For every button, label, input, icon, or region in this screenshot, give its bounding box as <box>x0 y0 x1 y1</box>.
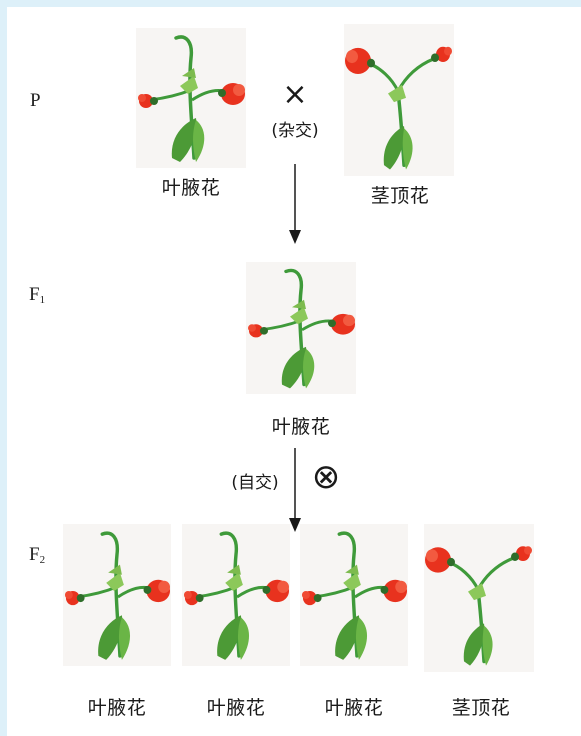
label-f2-3: 叶腋花 <box>324 697 384 719</box>
arrow-f1-to-f2 <box>289 448 301 532</box>
label-f2-2: 叶腋花 <box>206 697 266 719</box>
generation-f1-label: F1 <box>29 284 46 306</box>
self-label: (自交) <box>231 473 279 493</box>
arrow-p-to-f1 <box>289 164 301 244</box>
plant-p-axillary <box>136 28 246 168</box>
plant-f1-axillary <box>246 262 356 394</box>
generation-p-label: P <box>30 90 41 111</box>
plant-f2-axillary-2 <box>182 524 290 666</box>
label-p-left: 叶腋花 <box>161 177 221 199</box>
cross-label: (杂交) <box>271 121 319 141</box>
label-f2-1: 叶腋花 <box>87 697 147 719</box>
generation-f2-label: F2 <box>29 544 46 566</box>
plant-f2-axillary-3 <box>300 524 408 666</box>
plant-p-terminal <box>344 24 454 176</box>
self-symbol: ⊗ <box>311 457 341 497</box>
label-f1: 叶腋花 <box>271 416 331 438</box>
cross-symbol: × <box>282 77 308 112</box>
plant-f2-terminal <box>424 524 534 672</box>
label-p-right: 茎顶花 <box>370 185 430 207</box>
plant-f2-axillary-1 <box>63 524 171 666</box>
label-f2-4: 茎顶花 <box>451 697 511 719</box>
